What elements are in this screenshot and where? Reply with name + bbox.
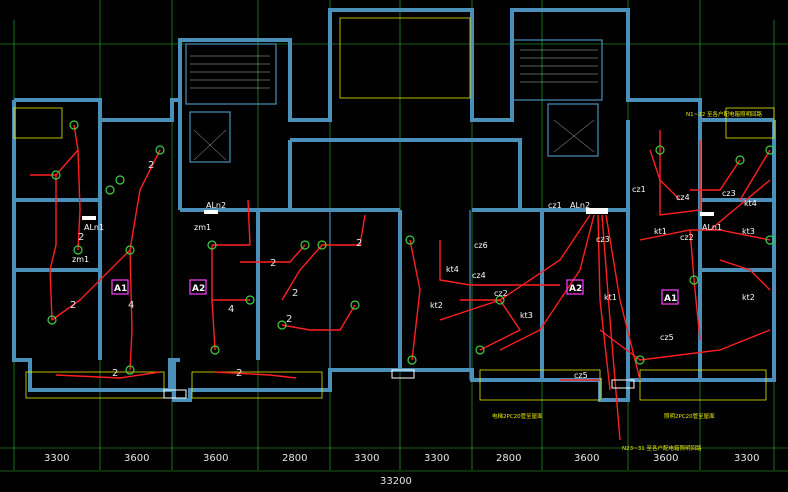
dimension-label: 3600 <box>574 453 599 464</box>
unit-label: A2 <box>569 284 582 294</box>
circuit-number: 2 <box>236 368 242 379</box>
circuit-tag: cz3 <box>596 235 610 244</box>
total-dimension: 33200 <box>380 476 412 487</box>
dimension-label: 3300 <box>734 453 759 464</box>
circuit-number: 2 <box>286 314 292 325</box>
dimension-label: 3600 <box>653 453 678 464</box>
dimension-row: 3300 3600 3600 2800 3300 3300 2800 3600 … <box>44 453 759 487</box>
circuit-tag: cz1 <box>632 185 646 194</box>
panel-label: ALn1 <box>84 223 104 232</box>
circuit-number: 2 <box>112 368 118 379</box>
circuit-tag: kt4 <box>446 265 459 274</box>
dimension-label: 3600 <box>203 453 228 464</box>
circuit-number: 2 <box>148 160 154 171</box>
light-fixtures <box>47 120 775 375</box>
dimension-label: 3600 <box>124 453 149 464</box>
circuit-tag: cz3 <box>722 189 736 198</box>
dimension-label: 3300 <box>424 453 449 464</box>
circuit-tag: kt1 <box>604 293 617 302</box>
circuit-tag: kt3 <box>742 227 755 236</box>
dimension-label: 3300 <box>354 453 379 464</box>
circuit-number: 2 <box>270 258 276 269</box>
unit-label: A1 <box>114 284 127 294</box>
annotation-note: N23~31 至各户配电箱照明回路 <box>622 444 702 452</box>
circuit-tag: kt2 <box>742 293 755 302</box>
dimension-label: 3300 <box>44 453 69 464</box>
unit-marker-a1-right: A1 <box>661 289 679 305</box>
circuit-tag: kt4 <box>744 199 757 208</box>
circuit-number: 2 <box>78 232 84 243</box>
dimension-label: 2800 <box>282 453 307 464</box>
circuit-tag: kt2 <box>430 301 443 310</box>
distribution-panels <box>82 208 714 399</box>
unit-marker-a2-right: A2 <box>566 279 584 295</box>
circuit-number: 4 <box>128 300 134 311</box>
panel-label: ALn2 <box>206 201 226 210</box>
circuit-tag: kt3 <box>520 311 533 320</box>
annotation-note: N1~22 至各户配电箱照明回路 <box>686 110 762 118</box>
circuit-tag: cz4 <box>676 193 690 202</box>
thin-walls <box>185 39 603 380</box>
circuit-tag: cz1 <box>548 201 562 210</box>
annotation-note: 电梯2PC20管至屋面 <box>492 412 543 420</box>
panel-label: ALn1 <box>702 223 722 232</box>
circuit-number: 2 <box>356 238 362 249</box>
wiring-runs <box>30 124 771 441</box>
unit-label: A2 <box>192 284 205 294</box>
unit-marker-a2-left: A2 <box>189 279 207 295</box>
circuit-tag: zm1 <box>194 223 211 232</box>
unit-label: A1 <box>664 294 677 304</box>
balconies <box>13 17 775 401</box>
circuit-tag: zm1 <box>72 255 89 264</box>
circuit-number: 4 <box>228 304 234 315</box>
dimension-label: 2800 <box>496 453 521 464</box>
circuit-tag: cz5 <box>574 371 588 380</box>
circuit-tag: cz2 <box>680 233 694 242</box>
annotation-note: 照明2PC20管至屋面 <box>664 412 715 420</box>
circuit-tag: cz5 <box>660 333 674 342</box>
circuit-tag: cz4 <box>472 271 486 280</box>
panel-label: ALn2 <box>570 201 590 210</box>
circuit-number: 2 <box>70 300 76 311</box>
unit-marker-a1-left: A1 <box>111 279 129 295</box>
stair-hatch <box>190 49 598 161</box>
circuit-tag: kt1 <box>654 227 667 236</box>
circuit-number: 2 <box>292 288 298 299</box>
circuit-tag: cz6 <box>474 241 488 250</box>
circuit-tag: cz2 <box>494 289 508 298</box>
